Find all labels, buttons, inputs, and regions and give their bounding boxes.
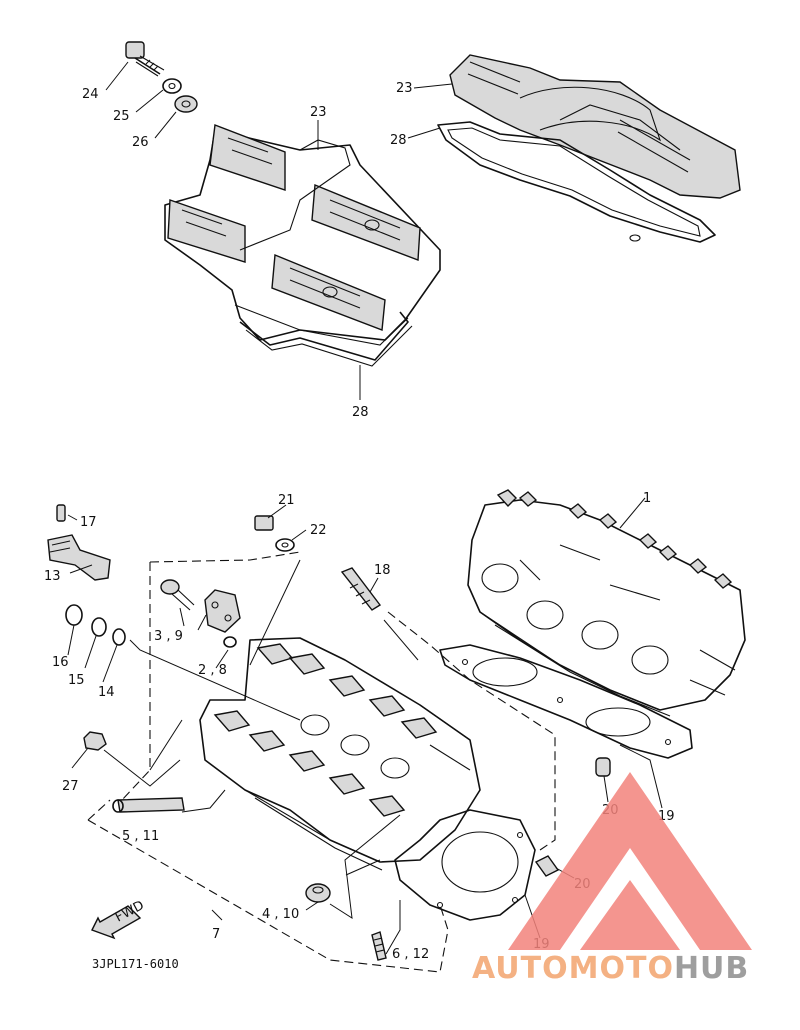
head-cover-gasket-rear-part [437,121,716,243]
assembly-outline-dashed [87,551,556,973]
washer-22-part [275,538,295,552]
fitting-13-part [47,534,111,581]
head-gasket-19-lower-part [394,809,536,921]
callout-labels: 24 25 26 23 23 28 28 1 21 22 17 13 18 3 … [44,81,675,962]
grommet-26-part [174,95,198,113]
callout-2-8: 2 , 8 [198,663,227,678]
callout-6-12: 6 , 12 [392,947,429,962]
callout-5-11: 5 , 11 [122,829,159,844]
callout-28-front: 28 [352,405,369,420]
diagram-code: 3JPL171-6010 [92,957,179,971]
fwd-arrow-icon: FWD [91,898,147,940]
watermark-suffix: HUB [674,951,749,986]
callout-22: 22 [310,523,327,538]
cylinder-head-1-part [467,489,746,717]
callout-28-rear: 28 [390,133,407,148]
callout-15: 15 [68,673,85,688]
bolt-24-part [125,41,165,77]
leader-lines-upper [105,61,453,400]
watermark-prefix: AUTOMOTO [472,951,674,986]
head-gasket-19-upper-part [439,644,693,759]
head-cover-gasket-front-part [239,311,413,367]
callout-7: 7 [212,927,220,942]
callout-26: 26 [132,135,149,150]
callout-13: 13 [44,569,61,584]
svg-text:AUTOMOTOHUB: AUTOMOTOHUB [472,951,749,986]
callout-25: 25 [113,109,130,124]
dowel-pin-20-lower-part [534,855,560,877]
stud-6-12-part [371,931,387,961]
callout-16: 16 [52,655,69,670]
callout-18: 18 [374,563,391,578]
head-cover-front-part [164,124,441,346]
watermark-logo-icon [508,772,752,950]
dowel-2-8-part [223,636,237,648]
callout-23-rear: 23 [396,81,413,96]
washer-25-part [162,78,182,94]
plug-27-part [83,731,107,751]
leader-lines-lower [67,497,663,955]
head-cover-rear-part [449,54,741,199]
bolt-4-10-part [305,883,331,903]
bolt-17-part [56,504,66,522]
callout-23-front: 23 [310,105,327,120]
callout-27: 27 [62,779,79,794]
valve-guide-5-11-part [112,797,185,813]
watermark-text: AUTOMOTOHUB [472,951,749,986]
spark-plug-18-part [340,567,382,611]
dowel-pin-20-upper-part [595,757,611,777]
callout-1: 1 [643,491,651,506]
callout-14: 14 [98,685,115,700]
cylinder-head-7-part [199,637,481,871]
callout-21: 21 [278,493,295,508]
o-ring-16-part [65,604,83,626]
callout-3-9: 3 , 9 [154,629,183,644]
callout-17: 17 [80,515,97,530]
bolt-3-9-part [160,579,195,611]
bracket-part [204,589,241,633]
callout-24: 24 [82,87,99,102]
callout-4-10: 4 , 10 [262,907,299,922]
nut-21-part [254,515,274,531]
o-ring-15-part [91,617,107,637]
o-ring-14-part [112,628,126,646]
